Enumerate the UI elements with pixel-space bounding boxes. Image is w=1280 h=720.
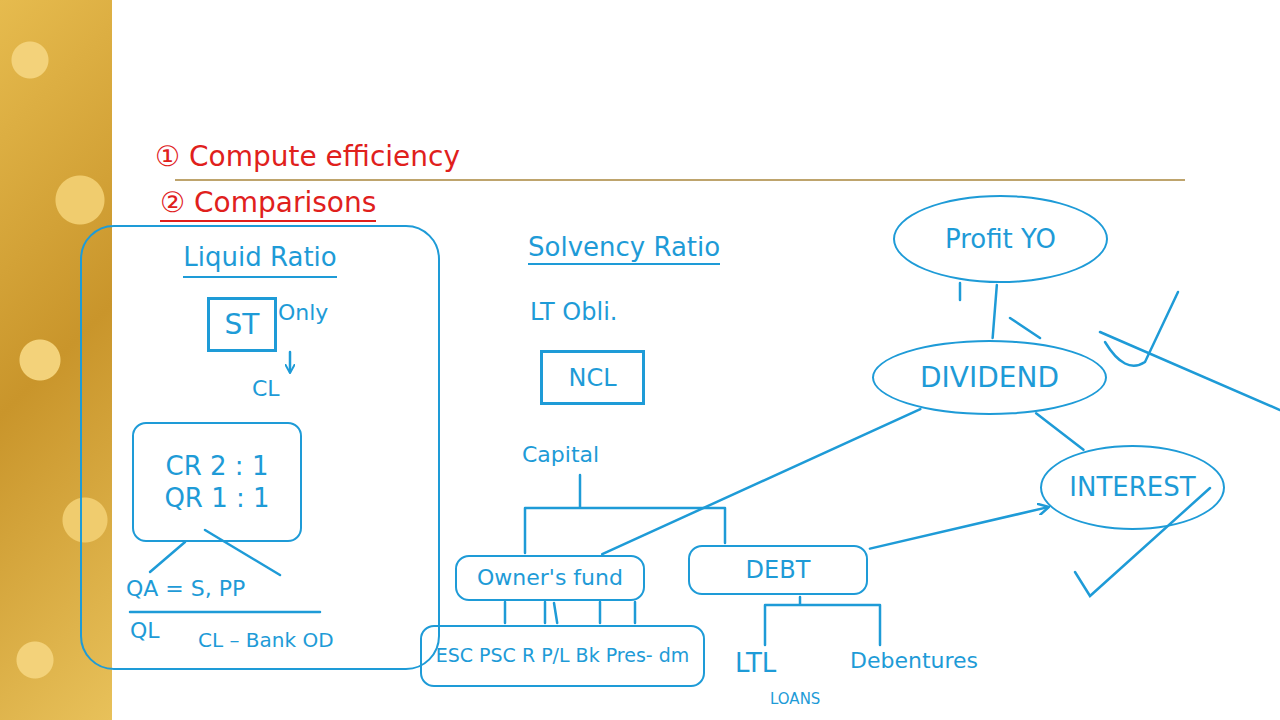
box-node: CR 2 : 1QR 1 : 1 [132, 422, 302, 542]
check-mark [1075, 488, 1210, 596]
node-text: DEBT [746, 555, 811, 585]
capital-split [525, 475, 725, 553]
box-node: ESC PSC R P/L Bk Pres- dm [420, 625, 705, 687]
connector-line [602, 409, 920, 554]
handwritten-label: LT Obli. [530, 298, 617, 327]
fraction-line [130, 611, 320, 614]
node-text: ST [225, 307, 260, 342]
heading-text: Liquid Ratio [183, 241, 336, 278]
st-arrow [289, 352, 292, 372]
ellipse-node: INTEREST [1040, 445, 1225, 530]
box-node: Liquid RatioST CR 2 : 1QR 1 : 1 [80, 225, 440, 670]
handwritten-label: ② Comparisons [160, 186, 376, 222]
check-mark [1105, 292, 1178, 366]
leader-line [205, 530, 280, 575]
handwritten-label: QL [130, 618, 160, 644]
rule-line [175, 179, 1185, 181]
node-text: Profit YO [945, 223, 1056, 256]
stroke [1100, 332, 1280, 410]
node-text: Owner's fund [477, 564, 623, 592]
handwritten-label: Only [278, 300, 328, 326]
node-text: QR 1 : 1 [164, 482, 269, 515]
node-text: DIVIDEND [920, 360, 1059, 395]
box-node: DEBT [688, 545, 868, 595]
debt-split [765, 597, 880, 645]
box-node: Owner's fund [455, 555, 645, 601]
node-text: CR 2 : 1 [166, 450, 269, 483]
handwritten-label: LTL [735, 648, 776, 679]
handwritten-label: CL – Bank OD [198, 628, 334, 652]
connector-line [870, 507, 1048, 548]
handwritten-label: CL [252, 376, 280, 402]
handwritten-label: Capital [522, 442, 599, 468]
ellipse-node: DIVIDEND [872, 340, 1107, 415]
connector-line [1036, 413, 1083, 449]
connector-line [554, 603, 557, 623]
handwritten-label: LOANS [770, 690, 820, 708]
stroke [1010, 318, 1040, 338]
gold-currency-strip [0, 0, 112, 720]
handwritten-label: Debentures [850, 648, 978, 674]
handwritten-label: ① Compute efficiency [155, 140, 460, 174]
handwritten-label: Solvency Ratio [528, 232, 720, 265]
handwritten-label: QA = S, PP [126, 576, 245, 602]
leader-line [150, 542, 185, 572]
ellipse-node: Profit YO [893, 195, 1108, 283]
connector-line [993, 285, 997, 338]
stroke [959, 283, 962, 300]
box-node: ST [207, 297, 277, 352]
box-node: NCL [540, 350, 645, 405]
fund-comb [505, 602, 635, 623]
node-text: ESC PSC R P/L Bk Pres- dm [436, 644, 690, 668]
node-text: INTEREST [1069, 471, 1195, 504]
node-text: NCL [568, 363, 616, 393]
